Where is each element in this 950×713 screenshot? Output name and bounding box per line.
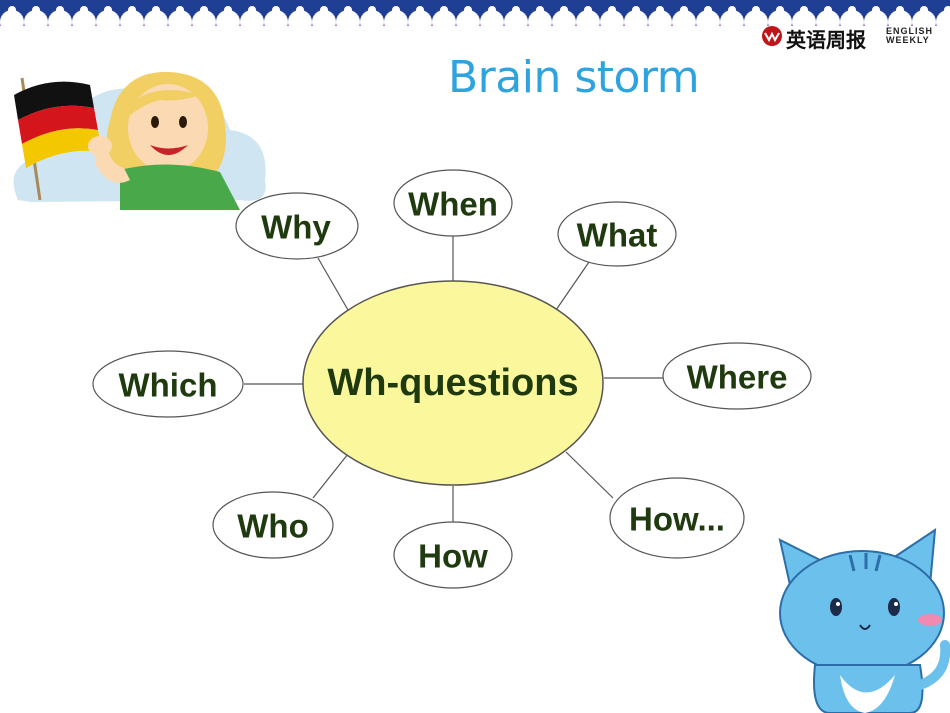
flag-girl-illustration xyxy=(13,71,266,210)
page-title: Brain storm xyxy=(448,52,700,103)
node-how-more: How... xyxy=(609,477,745,559)
node-what-label: What xyxy=(577,217,658,254)
node-when-label: When xyxy=(408,186,498,223)
connector-what xyxy=(555,261,590,311)
connector-why xyxy=(317,257,349,311)
scallop-border-icon xyxy=(0,6,950,26)
node-when: When xyxy=(393,169,513,237)
node-who: Who xyxy=(212,491,334,559)
brand-logo: 英语周报 ENGLISH WEEKLY xyxy=(760,24,945,52)
connector-who xyxy=(312,453,349,499)
node-how-more-label: How... xyxy=(629,501,725,538)
logo-en-line2: WEEKLY xyxy=(886,35,930,45)
connector-lines xyxy=(244,234,663,522)
logo-en-line1: ENGLISH xyxy=(886,26,934,36)
node-who-label: Who xyxy=(237,508,308,545)
node-which-label: Which xyxy=(119,367,218,404)
center-label: Wh-questions xyxy=(327,362,578,404)
node-why-label: Why xyxy=(261,209,331,246)
center-node: Wh-questions xyxy=(302,280,604,486)
top-border xyxy=(0,0,950,26)
blue-cat-illustration xyxy=(778,528,950,713)
node-how: How xyxy=(393,521,513,589)
logo-en-text: ENGLISH WEEKLY xyxy=(886,27,933,45)
logo-cn-text: 英语周报 xyxy=(786,28,866,52)
node-why: Why xyxy=(235,192,359,260)
node-what: What xyxy=(557,201,677,267)
node-which: Which xyxy=(92,350,244,418)
brand-logo-icon xyxy=(762,26,782,46)
node-where: Where xyxy=(662,342,812,410)
node-where-label: Where xyxy=(687,359,788,396)
connector-how-more xyxy=(565,451,614,499)
node-how-label: How xyxy=(418,538,488,575)
